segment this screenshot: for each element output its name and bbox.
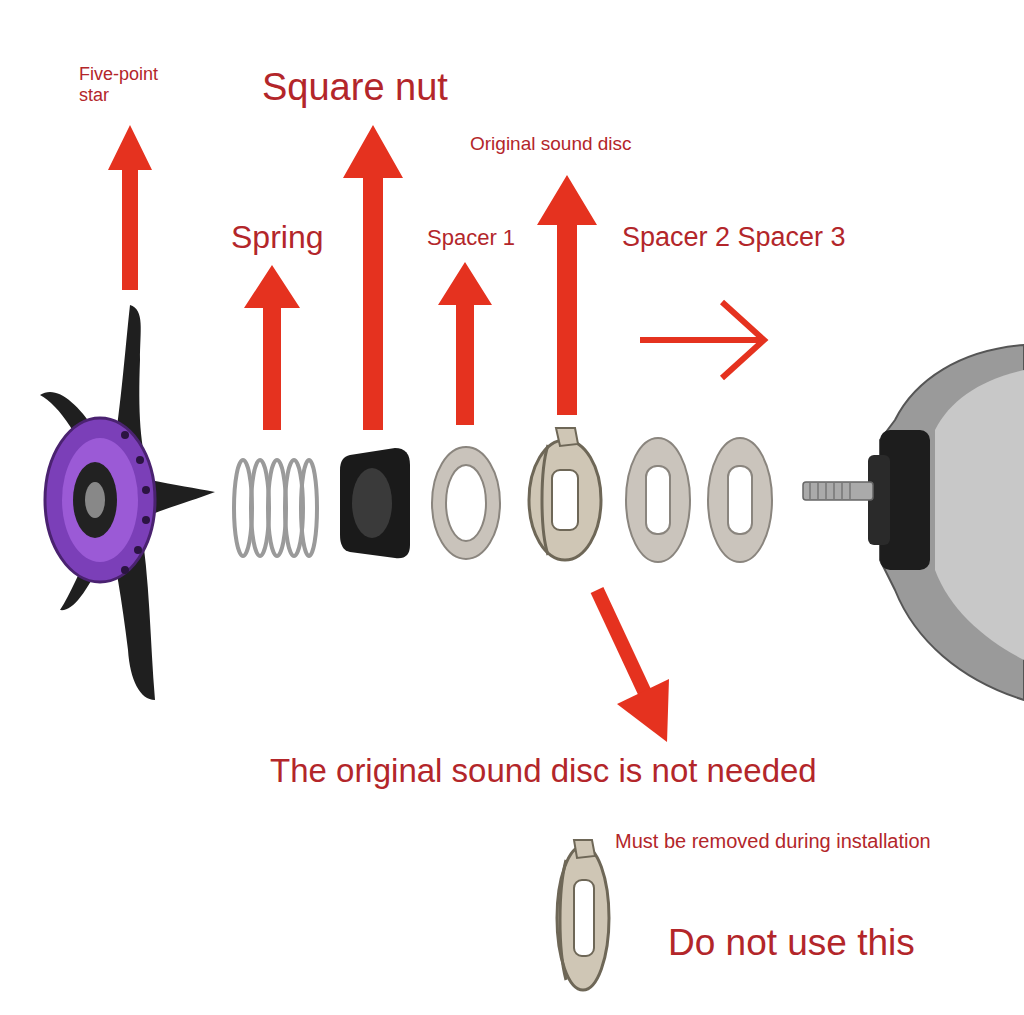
part-label: Spacer 2 Spacer 3 (622, 222, 846, 253)
disc-spring-tab (542, 445, 548, 555)
hub-hole (85, 482, 105, 518)
disc-spring-tab (560, 860, 566, 980)
spring-coil (301, 460, 317, 556)
spacer-3 (708, 438, 772, 562)
spacer-ring (432, 447, 500, 559)
spacer-2 (626, 438, 690, 562)
hub-dot (142, 516, 150, 524)
right-arrow (640, 302, 764, 378)
star-drag (40, 305, 215, 700)
part-label: Original sound disc (470, 133, 632, 155)
warning-text: Do not use this (668, 922, 915, 965)
down-arrow-shaft (597, 590, 645, 693)
hub-face (62, 438, 138, 562)
purple-hub (45, 418, 155, 582)
up-arrow (343, 125, 403, 430)
sound-disc-small (557, 840, 609, 990)
spacer-ring (708, 438, 772, 562)
part-label: Spacer 1 (427, 225, 515, 250)
disc-slot (552, 470, 578, 530)
hub-bearing (73, 462, 117, 538)
hub-dot (121, 566, 129, 574)
disc-slot (574, 880, 594, 956)
disc-ring (557, 846, 609, 990)
spacer-hole (646, 466, 670, 534)
spring (234, 460, 317, 556)
star-arm (150, 480, 215, 515)
spacer-ring (626, 438, 690, 562)
disc-tab (574, 840, 595, 858)
nut-hole (352, 468, 392, 538)
disc-tab (556, 428, 578, 446)
part-label: Square nut (262, 66, 448, 110)
shaft-thread (810, 482, 850, 500)
reel-body (803, 345, 1024, 700)
square-nut (340, 448, 410, 558)
disc-ring (529, 440, 601, 560)
spacer-hole (446, 465, 486, 541)
hub-holes (121, 431, 150, 574)
hub-dot (136, 456, 144, 464)
pointer-arrows (108, 125, 669, 742)
spacer-hole (728, 466, 752, 534)
up-arrow (537, 175, 597, 415)
spacer-1 (432, 447, 500, 559)
hub-dot (134, 546, 142, 554)
reel-housing (880, 345, 1024, 700)
right-arrow-shaft (640, 337, 760, 343)
nut-body (340, 448, 410, 558)
hub-dot (142, 486, 150, 494)
right-arrow-head (722, 302, 764, 378)
note-text: Must be removed during installation (615, 830, 931, 853)
hub-dot (121, 431, 129, 439)
sound-disc (529, 428, 601, 560)
part-label: Five-point star (79, 64, 179, 105)
up-arrow (244, 265, 300, 430)
up-arrow (108, 125, 152, 290)
reel-shaft (803, 482, 873, 500)
note-text: The original sound disc is not needed (270, 752, 817, 790)
up-arrow (438, 262, 492, 425)
part-label: Spring (231, 219, 324, 256)
down-arrow-head (617, 679, 669, 742)
reel-highlight (935, 370, 1024, 660)
